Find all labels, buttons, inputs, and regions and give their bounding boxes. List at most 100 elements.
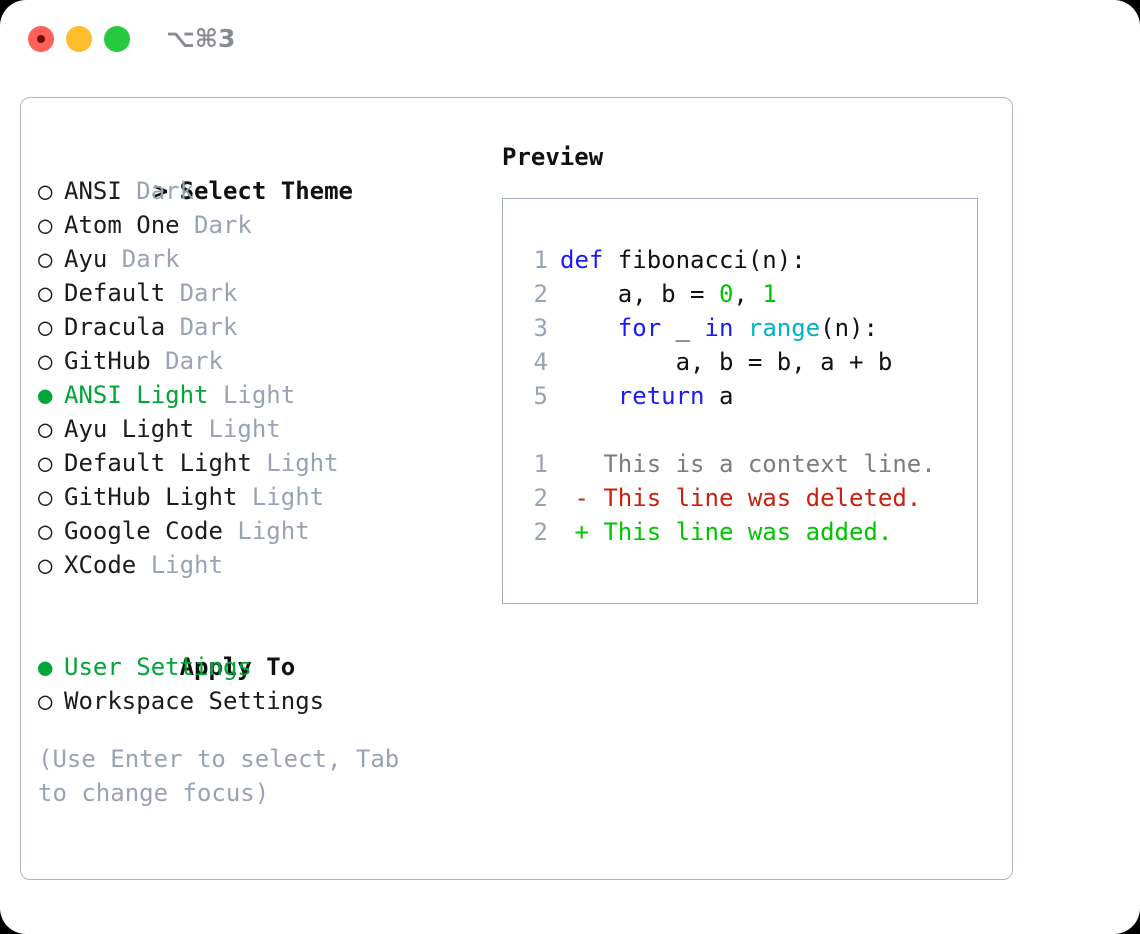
code-line: 4 a, b = b, a + b xyxy=(520,345,971,379)
theme-option-category: Light xyxy=(194,415,281,443)
code-token: + This line was added. xyxy=(560,518,893,546)
diff-line: 1 This is a context line. xyxy=(520,447,971,481)
code-token: a, b = b, a + b xyxy=(560,348,893,376)
theme-option-category: Dark xyxy=(107,245,180,273)
apply-to-option-label: User Settings xyxy=(64,653,252,681)
theme-option-category: Dark xyxy=(150,347,223,375)
code-token: return xyxy=(617,382,705,410)
code-token: for xyxy=(617,314,662,342)
line-number: 1 xyxy=(533,450,548,478)
theme-option-label: Ayu Light xyxy=(64,415,195,443)
title-bar: ⌥⌘3 xyxy=(0,0,1140,76)
theme-option-default-light[interactable]: ○ Default Light Light xyxy=(38,446,488,480)
theme-option-ayu[interactable]: ○ Ayu Dark xyxy=(38,242,488,276)
theme-option-category: Light xyxy=(222,517,310,545)
code-token: in xyxy=(704,314,734,342)
radio-unselected-icon: ○ xyxy=(38,347,67,375)
apply-to-heading: Apply To xyxy=(38,616,488,681)
theme-option-label: ANSI Light xyxy=(64,381,209,409)
diff-line: 2 - This line was deleted. xyxy=(520,481,971,515)
theme-option-category: Light xyxy=(208,381,296,409)
theme-option-default[interactable]: ○ Default Dark xyxy=(38,276,488,310)
theme-list-column: > Select Theme ○ ANSI Dark○ Atom One Dar… xyxy=(38,140,488,810)
theme-option-category: Dark xyxy=(179,211,252,239)
code-token: 1 xyxy=(762,280,777,308)
code-token: - This line was deleted. xyxy=(560,484,922,512)
diff-sample: 1 This is a context line.2 - This line w… xyxy=(520,447,971,549)
radio-unselected-icon: ○ xyxy=(38,551,67,579)
radio-unselected-icon: ○ xyxy=(38,449,67,477)
apply-to-option-user-settings[interactable]: ● User Settings xyxy=(38,650,488,684)
maximize-window-button[interactable] xyxy=(104,26,130,52)
code-token: (n): xyxy=(820,314,878,342)
theme-option-label: ANSI xyxy=(64,177,122,205)
code-diff-separator xyxy=(520,413,971,447)
theme-option-category: Light xyxy=(237,483,325,511)
select-theme-heading: > Select Theme xyxy=(38,140,488,205)
keyboard-shortcut-label: ⌥⌘3 xyxy=(166,24,236,53)
preview-heading: Preview xyxy=(502,143,604,171)
code-token: , xyxy=(733,280,763,308)
radio-unselected-icon: ○ xyxy=(38,313,67,341)
line-number: 3 xyxy=(533,314,548,342)
line-number: 2 xyxy=(533,280,548,308)
line-number: 2 xyxy=(533,518,548,546)
minimize-window-button[interactable] xyxy=(66,26,92,52)
radio-unselected-icon: ○ xyxy=(38,211,67,239)
theme-option-category: Light xyxy=(136,551,223,579)
radio-unselected-icon: ○ xyxy=(38,687,67,715)
line-number: 4 xyxy=(533,348,548,376)
radio-unselected-icon: ○ xyxy=(38,279,67,307)
theme-option-label: Dracula xyxy=(64,313,166,341)
radio-unselected-icon: ○ xyxy=(38,177,67,205)
theme-option-ansi[interactable]: ○ ANSI Dark xyxy=(38,174,488,208)
code-token xyxy=(733,314,747,342)
code-token: 0 xyxy=(718,280,734,308)
prompt-caret-icon: > xyxy=(153,177,183,205)
radio-unselected-icon: ○ xyxy=(38,245,67,273)
theme-option-label: Default xyxy=(64,279,166,307)
code-token: _ xyxy=(661,314,705,342)
radio-unselected-icon: ○ xyxy=(38,483,67,511)
list-spacer xyxy=(38,582,488,616)
theme-option-label: Default Light xyxy=(64,449,252,477)
radio-selected-icon: ● xyxy=(38,653,67,681)
theme-option-ansi-light[interactable]: ● ANSI Light Light xyxy=(38,378,488,412)
code-line: 2 a, b = 0, 1 xyxy=(520,277,971,311)
theme-option-label: GitHub Light xyxy=(64,483,238,511)
theme-option-label: Google Code xyxy=(64,517,223,545)
theme-option-category: Dark xyxy=(121,177,195,205)
theme-option-ayu-light[interactable]: ○ Ayu Light Light xyxy=(38,412,488,446)
theme-option-label: XCode xyxy=(64,551,137,579)
code-token: a xyxy=(704,382,734,410)
theme-option-github-light[interactable]: ○ GitHub Light Light xyxy=(38,480,488,514)
theme-option-label: Ayu xyxy=(64,245,108,273)
radio-selected-icon: ● xyxy=(38,381,67,409)
code-token: def xyxy=(560,246,604,274)
code-token: a, b = xyxy=(560,280,719,308)
apply-to-option-workspace-settings[interactable]: ○ Workspace Settings xyxy=(38,684,488,718)
theme-option-category: Light xyxy=(251,449,339,477)
close-icon xyxy=(37,35,45,43)
theme-option-xcode[interactable]: ○ XCode Light xyxy=(38,548,488,582)
theme-option-label: GitHub xyxy=(64,347,151,375)
theme-selector-panel: > Select Theme ○ ANSI Dark○ Atom One Dar… xyxy=(20,97,1013,880)
theme-option-label: Atom One xyxy=(64,211,180,239)
code-line: 5 return a xyxy=(520,379,971,413)
theme-option-list: ○ ANSI Dark○ Atom One Dark○ Ayu Dark○ De… xyxy=(38,174,488,582)
code-token xyxy=(560,382,618,410)
line-number: 1 xyxy=(533,246,548,274)
theme-option-google-code[interactable]: ○ Google Code Light xyxy=(38,514,488,548)
diff-line: 2 + This line was added. xyxy=(520,515,971,549)
theme-option-category: Dark xyxy=(165,313,238,341)
theme-option-github[interactable]: ○ GitHub Dark xyxy=(38,344,488,378)
code-token: range xyxy=(747,314,821,342)
theme-option-dracula[interactable]: ○ Dracula Dark xyxy=(38,310,488,344)
keyboard-hint-text: (Use Enter to select, Tab to change focu… xyxy=(38,745,414,807)
theme-option-atom-one[interactable]: ○ Atom One Dark xyxy=(38,208,488,242)
